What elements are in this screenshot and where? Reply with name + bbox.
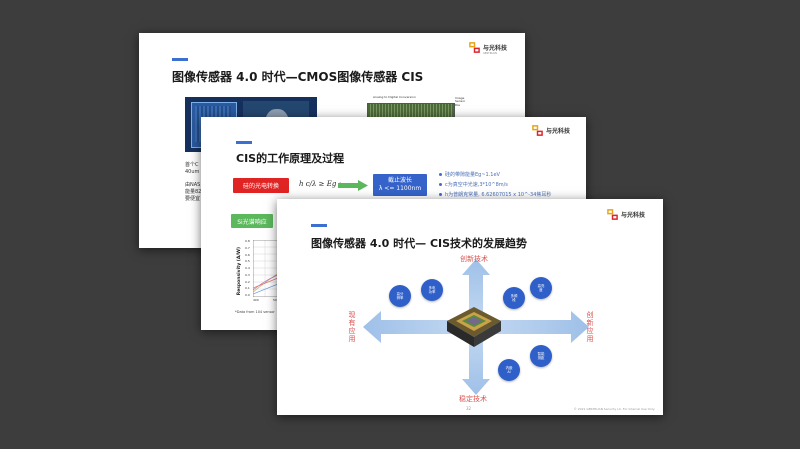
title-accent-bar bbox=[172, 58, 188, 61]
slide-footer: © 2021 GBSTRUAN Security LC. For Interna… bbox=[573, 407, 655, 411]
logo: 与光科技 bbox=[532, 125, 570, 136]
axis-label-left: 现有应用 bbox=[348, 311, 356, 343]
cmos-chip-icon bbox=[447, 307, 501, 347]
title-accent-bar bbox=[311, 224, 327, 227]
circle-text: 多频 bbox=[510, 293, 518, 298]
bullet-dot-icon bbox=[439, 193, 442, 196]
chart-yticks: 0.8 0.7 0.6 0.5 0.4 0.3 0.2 0.1 0.0 bbox=[245, 239, 250, 297]
bullet-dot-icon bbox=[439, 173, 442, 176]
logo: 与光科技 bbox=[607, 209, 645, 220]
formula-bullet: 硅的带隙能量Eg~1.1eV bbox=[439, 171, 500, 178]
axis-label-right: 创新应用 bbox=[586, 311, 594, 343]
ytick: 0.0 bbox=[245, 293, 250, 297]
circle-text: AI bbox=[507, 370, 511, 374]
trend-circle-multi-power: 多电功率 bbox=[421, 279, 443, 301]
axis-label-bottom: 稳定技术 bbox=[459, 395, 487, 403]
circle-text: 度 bbox=[539, 288, 543, 292]
slide-1-snippet: 由NAS bbox=[185, 182, 201, 188]
title-accent-bar bbox=[236, 141, 252, 144]
energy-formula: h c/λ ≥ Eg ; bbox=[299, 180, 341, 188]
spectral-response-label: Si光谱响应 bbox=[231, 214, 273, 228]
circle-text: 内嵌 bbox=[505, 365, 513, 370]
ytick: 0.3 bbox=[245, 272, 250, 277]
ytick: 0.8 bbox=[245, 239, 250, 243]
chart-ylabel: Responsivity (A/W) bbox=[237, 247, 242, 296]
ytick: 0.4 bbox=[245, 266, 250, 270]
logo-text: 与光科技 bbox=[620, 212, 645, 219]
trend-circle-multi-band: 多频段 bbox=[503, 287, 525, 309]
circle-text: 高分 bbox=[396, 291, 404, 296]
slide-3-title: 图像传感器 4.0 时代— CIS技术的发展趋势 bbox=[311, 237, 528, 250]
logo: 与光科技 GBSTRUAN bbox=[469, 42, 507, 55]
logo-text: 与光科技 bbox=[545, 128, 570, 135]
green-arrow-icon bbox=[338, 180, 368, 191]
logo-mark-icon bbox=[469, 42, 480, 53]
photoelectric-conversion-label: 硅的光电转换 bbox=[233, 178, 289, 193]
slide-1-snippet: 要便宜 bbox=[185, 196, 201, 202]
ytick: 0.7 bbox=[245, 245, 250, 250]
diagram-caption-adc: Analog to Digital Conversion bbox=[373, 95, 416, 99]
chart-xtick: 500 bbox=[273, 298, 279, 302]
trend-circle-high-brightness: 高亮度 bbox=[530, 277, 552, 299]
slide-2-title: CIS的工作原理及过程 bbox=[236, 152, 345, 165]
slide-1-snippet: 40um bbox=[185, 169, 200, 175]
trend-circle-high-resolution: 高分辨率 bbox=[389, 285, 411, 307]
bullet-text: 硅的带隙能量Eg~1.1eV bbox=[445, 172, 500, 178]
formula-bullet: c为真空中光速,3*10^8m/s bbox=[439, 181, 508, 188]
ytick: 0.2 bbox=[245, 279, 250, 284]
slide-1-snippet: 首个C bbox=[185, 162, 199, 168]
cutoff-label-line-2: λ <= 1100nm bbox=[378, 185, 422, 192]
ytick: 0.5 bbox=[245, 259, 250, 264]
diagram-caption-die: Image Sensor Die bbox=[455, 96, 466, 107]
slide-3[interactable]: 图像传感器 4.0 时代— CIS技术的发展趋势 与光科技 创新技术 稳定技术 … bbox=[277, 199, 663, 415]
circle-text: 辨率 bbox=[396, 296, 404, 300]
circle-text: 功率 bbox=[428, 290, 436, 294]
logo-text: 与光科技 bbox=[482, 45, 507, 52]
bullet-text: c为真空中光速,3*10^8m/s bbox=[445, 182, 508, 188]
ytick: 0.1 bbox=[245, 286, 250, 291]
trend-circle-smart-ranging: 智能测距 bbox=[530, 345, 552, 367]
cutoff-wavelength-label: 截止波长 λ <= 1100nm bbox=[373, 174, 427, 196]
cutoff-label-line-1: 截止波长 bbox=[387, 177, 412, 184]
circle-text: 段 bbox=[512, 298, 516, 302]
bullet-dot-icon bbox=[439, 183, 442, 186]
circle-text: 测距 bbox=[537, 356, 545, 360]
page-number: 32 bbox=[466, 406, 472, 411]
chart-footnote: *Data from 104 sensor bbox=[235, 310, 275, 314]
chart-xtick: 400 bbox=[253, 298, 259, 302]
circle-text: 智能 bbox=[537, 351, 545, 356]
logo-subtext: GBSTRUAN bbox=[482, 52, 497, 55]
bullet-text: h为普朗克常量, 6.62607015 x 10^-34焦耳秒 bbox=[445, 192, 552, 198]
formula-bullet: h为普朗克常量, 6.62607015 x 10^-34焦耳秒 bbox=[439, 191, 551, 198]
logo-mark-icon bbox=[607, 209, 618, 220]
logo-mark-icon bbox=[532, 125, 543, 136]
circle-text: 高亮 bbox=[537, 283, 545, 288]
circle-text: 多电 bbox=[428, 285, 436, 290]
axis-label-top: 创新技术 bbox=[460, 255, 488, 263]
slide-1-snippet: 能量82 bbox=[185, 189, 202, 195]
slide-1-title: 图像传感器 4.0 时代—CMOS图像传感器 CIS bbox=[172, 70, 424, 84]
ytick: 0.6 bbox=[245, 252, 250, 257]
